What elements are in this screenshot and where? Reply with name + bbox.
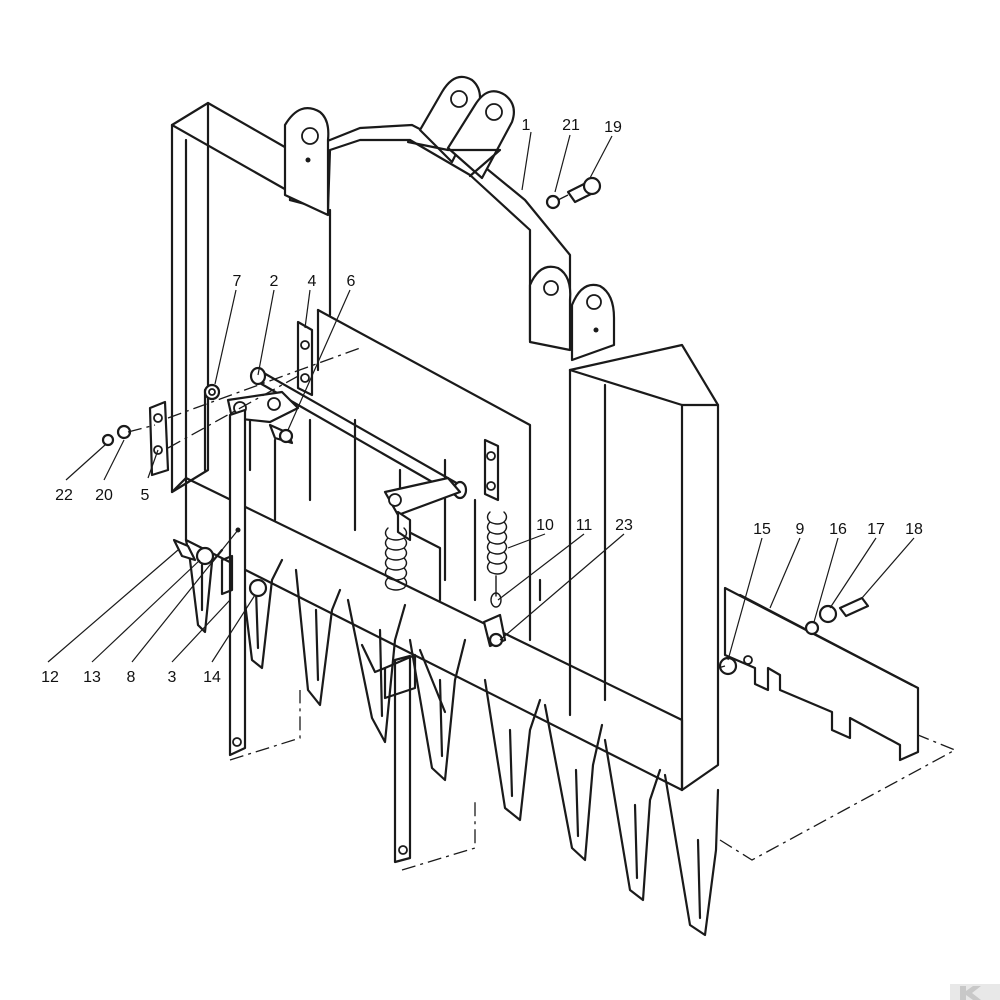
callout-3: 3 [168,669,177,686]
callout-17: 17 [867,521,885,538]
callout-14: 14 [203,669,221,686]
callout-15: 15 [753,521,771,538]
callout-8: 8 [127,669,136,686]
callout-6: 6 [347,273,356,290]
mounting-lugs [283,75,616,362]
callout-7: 7 [233,273,242,290]
callout-23: 23 [615,517,633,534]
knife-tines [184,538,720,937]
callout-1: 1 [522,117,531,134]
leader-lines [47,131,915,663]
callout-10: 10 [536,517,554,534]
brand-logo [950,984,1000,1000]
callout-18: 18 [905,521,923,538]
callout-22: 22 [55,487,73,504]
main-frame [170,101,720,792]
callout-5: 5 [141,487,150,504]
callout-20: 20 [95,487,113,504]
linkage [101,176,602,864]
callouts: 1 2 3 4 5 6 7 8 9 10 11 12 13 14 15 16 1… [41,117,923,686]
callout-2: 2 [270,273,279,290]
callout-4: 4 [308,273,317,290]
callout-21: 21 [562,117,580,134]
assembly-lines [127,194,957,871]
callout-13: 13 [83,669,101,686]
callout-16: 16 [829,521,847,538]
callout-19: 19 [604,119,622,136]
side-plate [718,586,920,762]
callout-9: 9 [796,521,805,538]
callout-11: 11 [576,517,593,534]
callout-12: 12 [41,669,59,686]
